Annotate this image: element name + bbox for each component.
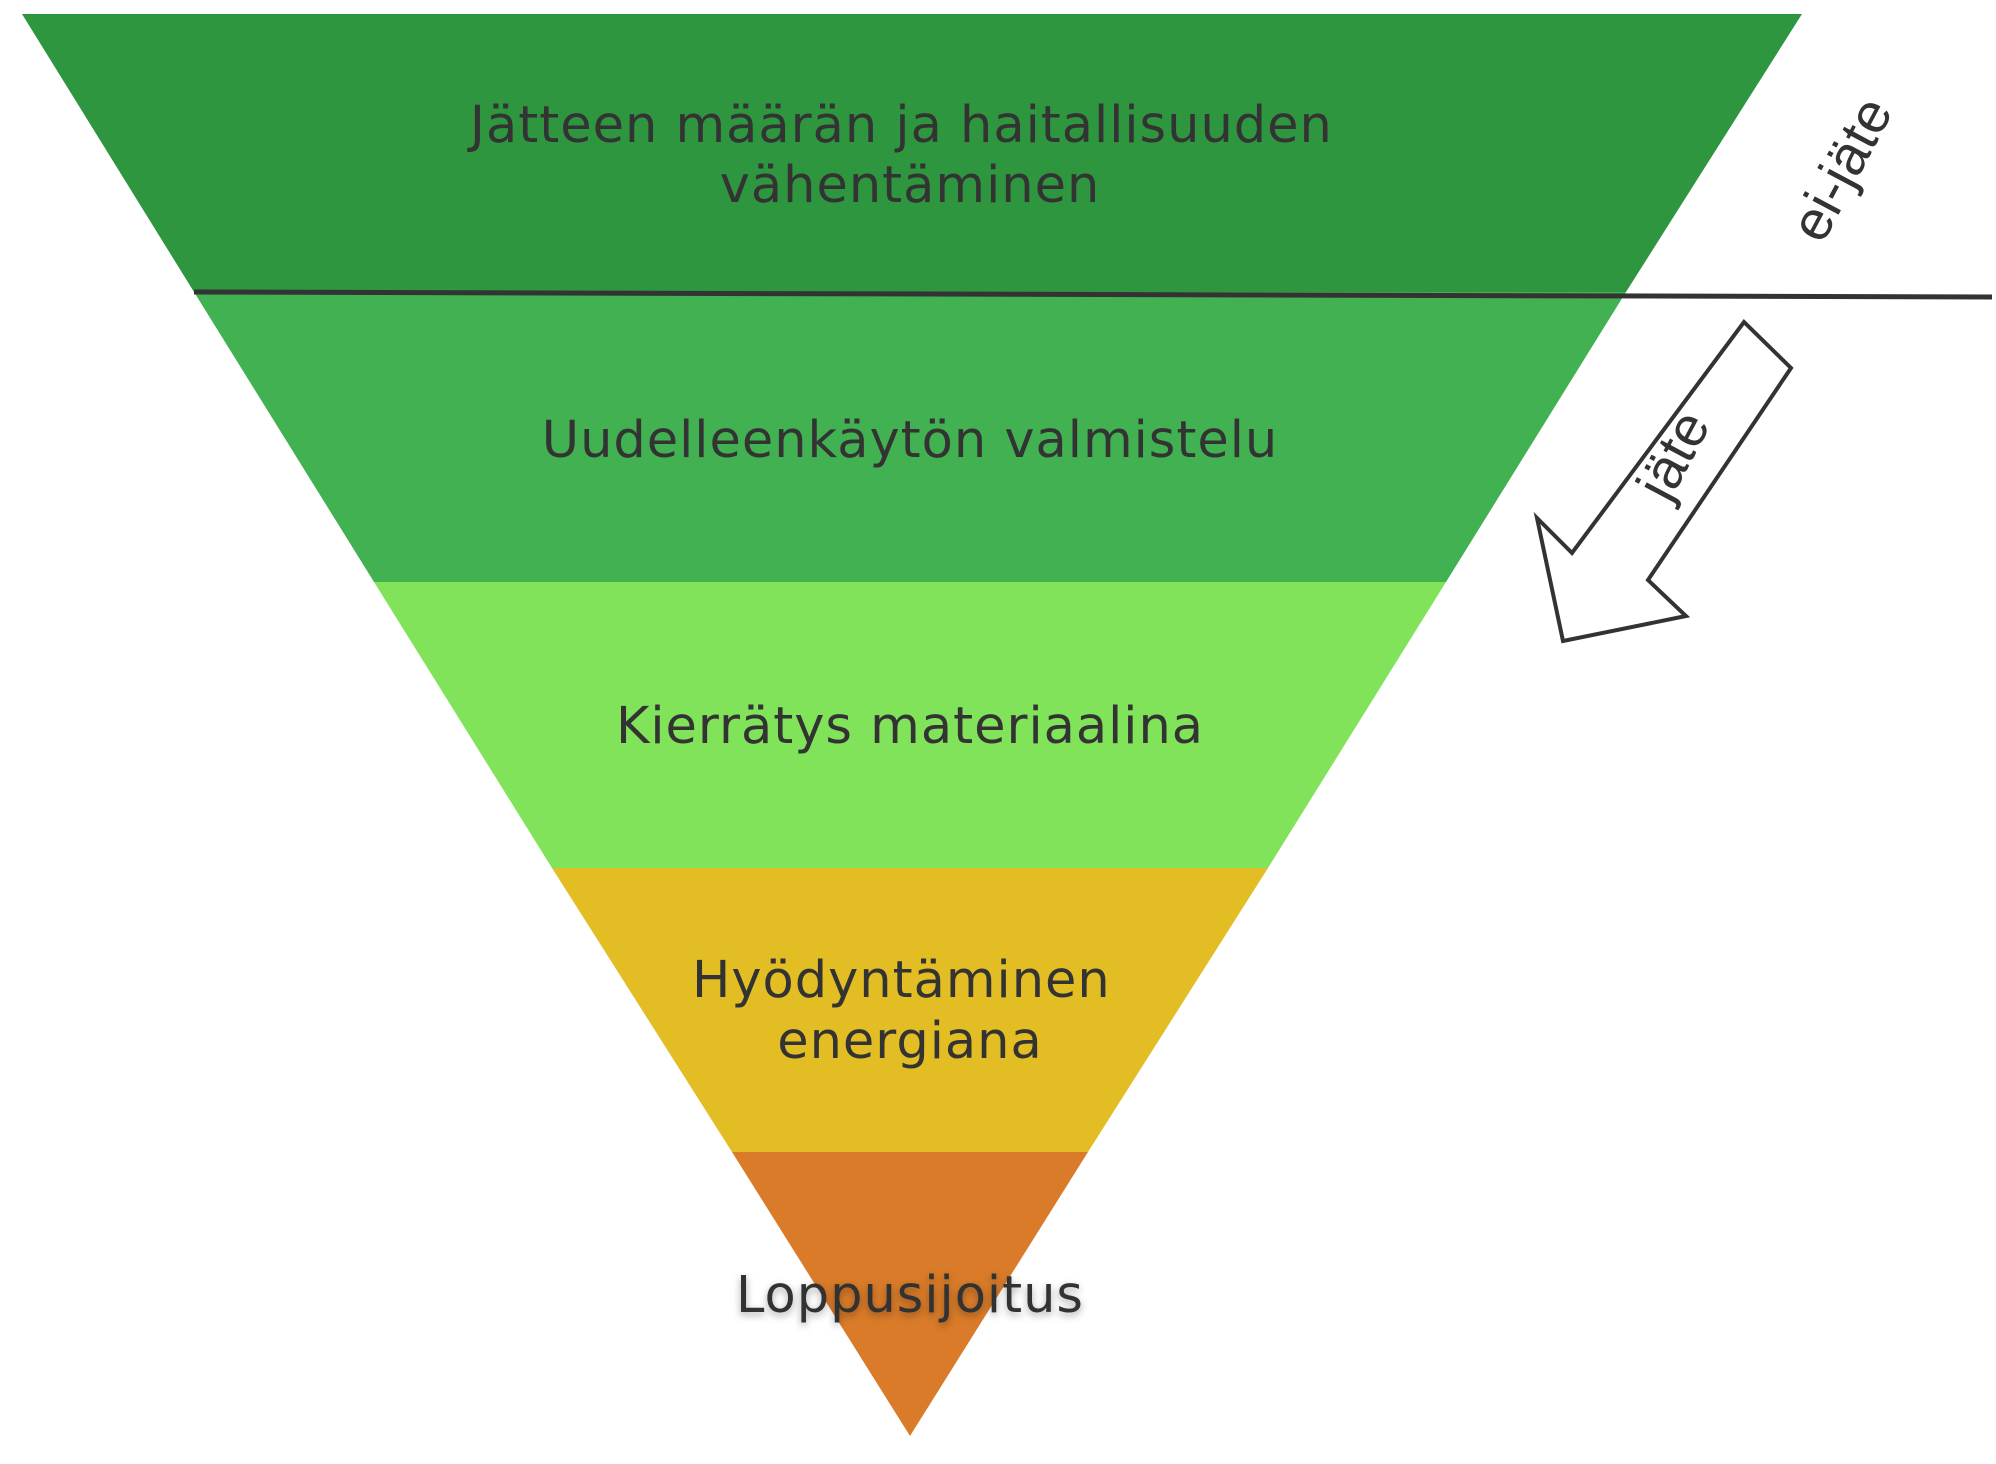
level-label-prevention: Jätteen määrän ja haitallisuuden vähentä… [467,96,1350,215]
level-band-disposal [732,1152,1088,1436]
waste-divider-line [193,289,1993,300]
level-band-energy [552,868,1268,1152]
level-label-reuse: Uudelleenkäytön valmistelu [542,411,1279,470]
level-band-recycling [374,582,1446,868]
level-label-recycling: Kierrätys materiaalina [616,697,1204,756]
level-label-disposal: Loppusijoitus [736,1266,1084,1325]
level-band-prevention [22,14,1802,292]
level-band-reuse [194,292,1626,582]
non-waste-label: ei-jäte [1777,87,1904,251]
level-label-energy: Hyödyntäminen energiana [692,951,1128,1071]
waste-arrow-icon [1533,318,1794,644]
